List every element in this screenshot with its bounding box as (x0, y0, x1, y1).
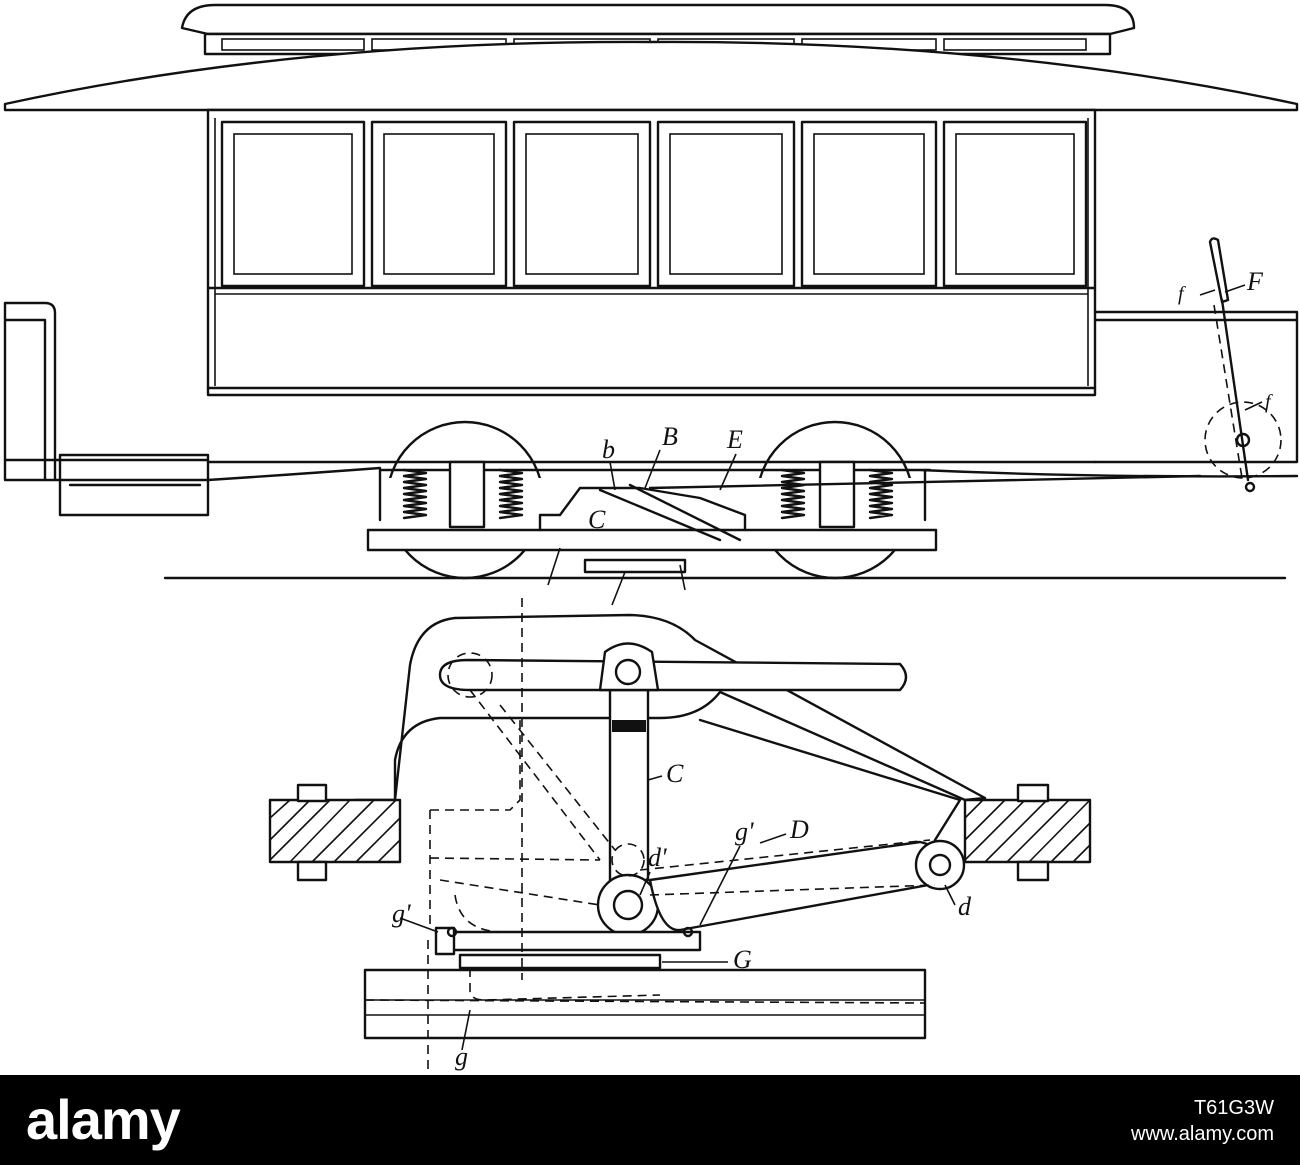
truck-side-frame (366, 528, 938, 552)
shoe-lever-g (438, 930, 702, 952)
label-f-lower: f (1265, 391, 1273, 413)
brake-mechanism-detail (268, 598, 1092, 1075)
label-b: b (602, 435, 615, 464)
underframe (206, 460, 1299, 482)
label-g-prime-left: g' (392, 899, 411, 928)
brake-handle (1204, 237, 1282, 493)
alt-position-dashes (427, 598, 936, 1075)
springs (402, 468, 894, 520)
main-roof (3, 40, 1299, 112)
label-f-upper: f (1178, 283, 1186, 305)
label-B-upper: B (662, 422, 678, 451)
pivot-d-prime (596, 873, 660, 937)
label-C-upper: C (588, 505, 606, 534)
watermark-image-id: T61G3W (1193, 1097, 1274, 1119)
watermark-banner: alamy T61G3W www.alamy.com (0, 1075, 1300, 1165)
label-d-prime: d' (648, 843, 667, 872)
upper-link (438, 658, 908, 692)
left-platform (3, 301, 210, 482)
right-platform (1093, 310, 1299, 464)
leader-lines (399, 284, 1263, 1051)
figure-labels: b B E C f F f C D g' d' g' d G g (392, 267, 1273, 1071)
link-d (648, 840, 949, 932)
label-C: C (666, 759, 684, 788)
label-D: D (789, 815, 809, 844)
watermark-url: www.alamy.com (1131, 1123, 1274, 1145)
watermark-brand: alamy (26, 1088, 181, 1151)
label-g-prime-right: g' (735, 817, 754, 846)
label-d: d (958, 892, 972, 921)
clerestory-roof (180, 3, 1136, 36)
car-windows (220, 120, 1088, 288)
car-body (206, 108, 1097, 397)
label-F: F (1246, 267, 1264, 296)
streetcar-side-view (3, 3, 1299, 606)
label-g: g (455, 1042, 468, 1071)
left-bolt-block (268, 783, 402, 882)
brake-rigging (538, 486, 747, 532)
watermark-stock-info: T61G3W www.alamy.com (1131, 1095, 1274, 1147)
label-G: G (733, 945, 752, 974)
label-E: E (726, 425, 743, 454)
rail-section (363, 968, 927, 1040)
pivot-d (914, 839, 966, 891)
right-bolt-block (963, 783, 1092, 882)
